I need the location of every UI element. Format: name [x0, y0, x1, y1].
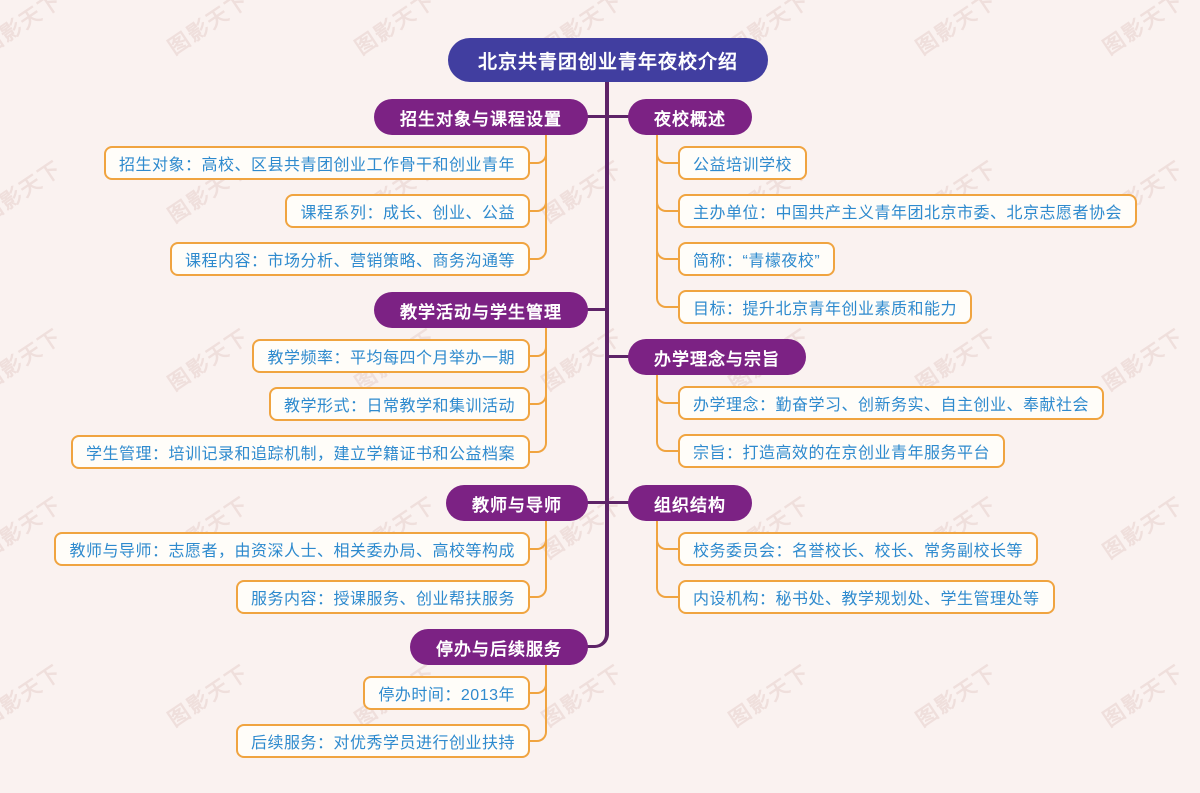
connector-elbow [530, 582, 547, 598]
connector-elbow [530, 341, 547, 357]
leaf-node[interactable]: 服务内容：授课服务、创业帮扶服务 [235, 580, 530, 614]
watermark-text: 图影天下 [1099, 0, 1189, 60]
connector-rail [656, 519, 658, 584]
connector-rail [545, 663, 547, 728]
leaf-node[interactable]: 招生对象：高校、区县共青团创业工作骨干和创业青年 [103, 146, 530, 180]
watermark-text: 图影天下 [0, 660, 67, 732]
root-node[interactable]: 北京共青团创业青年夜校介绍 [447, 38, 769, 82]
connector-elbow [656, 436, 678, 452]
connector-elbow [530, 196, 547, 212]
connector-line [584, 115, 609, 118]
connector-rail [656, 133, 658, 294]
leaf-node[interactable]: 内设机构：秘书处、教学规划处、学生管理处等 [678, 580, 1055, 614]
connector-elbow [530, 534, 547, 550]
leaf-node[interactable]: 校务委员会：名誉校长、校长、常务副校长等 [678, 532, 1039, 566]
watermark-text: 图影天下 [164, 660, 254, 732]
connector-elbow [530, 437, 547, 453]
connector-elbow [656, 534, 678, 550]
connector-elbow [530, 389, 547, 405]
connector-elbow [656, 148, 678, 164]
trunk-elbow [581, 627, 609, 648]
leaf-node[interactable]: 目标：提升北京青年创业素质和能力 [678, 290, 973, 324]
connector-elbow [656, 388, 678, 404]
leaf-node[interactable]: 教学频率：平均每四个月举办一期 [252, 339, 530, 373]
leaf-node[interactable]: 宗旨：打造高效的在京创业青年服务平台 [678, 434, 1006, 468]
watermark-text: 图影天下 [351, 0, 441, 60]
leaf-node[interactable]: 简称：“青檬夜校” [678, 242, 836, 276]
connector-elbow [530, 726, 547, 742]
leaf-node[interactable]: 办学理念：勤奋学习、创新务实、自主创业、奉献社会 [678, 386, 1105, 420]
connector-elbow [656, 292, 678, 308]
connector-elbow [530, 678, 547, 694]
connector-line [584, 308, 609, 311]
watermark-text: 图影天下 [538, 660, 628, 732]
leaf-node[interactable]: 主办单位：中国共产主义青年团北京市委、北京志愿者协会 [678, 194, 1138, 228]
branch-header[interactable]: 停办与后续服务 [410, 629, 588, 665]
connector-elbow [656, 244, 678, 260]
connector-line [605, 115, 632, 118]
leaf-node[interactable]: 后续服务：对优秀学员进行创业扶持 [235, 724, 530, 758]
branch-header[interactable]: 组织结构 [628, 485, 752, 521]
leaf-node[interactable]: 学生管理：培训记录和追踪机制，建立学籍证书和公益档案 [70, 435, 530, 469]
connector-rail [545, 519, 547, 584]
watermark-text: 图影天下 [0, 324, 67, 396]
connector-line [605, 355, 632, 358]
branch-header[interactable]: 夜校概述 [628, 99, 752, 135]
branch-header[interactable]: 教学活动与学生管理 [374, 292, 588, 328]
leaf-node[interactable]: 停办时间：2013年 [363, 676, 530, 710]
watermark-text: 图影天下 [1099, 660, 1189, 732]
watermark-text: 图影天下 [1099, 324, 1189, 396]
connector-rail [545, 326, 547, 439]
branch-header[interactable]: 教师与导师 [446, 485, 588, 521]
connector-elbow [656, 582, 678, 598]
watermark-text: 图影天下 [0, 0, 67, 60]
trunk-line [605, 80, 609, 629]
connector-line [584, 501, 609, 504]
branch-header[interactable]: 招生对象与课程设置 [374, 99, 588, 135]
connector-line [605, 501, 632, 504]
leaf-node[interactable]: 教师与导师：志愿者，由资深人士、相关委办局、高校等构成 [54, 532, 530, 566]
connector-rail [656, 373, 658, 438]
watermark-text: 图影天下 [164, 0, 254, 60]
connector-elbow [530, 244, 547, 260]
watermark-text: 图影天下 [1099, 492, 1189, 564]
connector-rail [545, 133, 547, 246]
leaf-node[interactable]: 教学形式：日常教学和集训活动 [268, 387, 530, 421]
connector-elbow [530, 148, 547, 164]
leaf-node[interactable]: 课程系列：成长、创业、公益 [285, 194, 530, 228]
watermark-text: 图影天下 [164, 324, 254, 396]
watermark-text: 图影天下 [538, 324, 628, 396]
watermark-text: 图影天下 [725, 660, 815, 732]
watermark-text: 图影天下 [0, 156, 67, 228]
leaf-node[interactable]: 公益培训学校 [678, 146, 808, 180]
watermark-text: 图影天下 [538, 156, 628, 228]
leaf-node[interactable]: 课程内容：市场分析、营销策略、商务沟通等 [169, 242, 530, 276]
connector-elbow [656, 196, 678, 212]
branch-header[interactable]: 办学理念与宗旨 [628, 339, 806, 375]
watermark-text: 图影天下 [912, 0, 1002, 60]
watermark-text: 图影天下 [912, 660, 1002, 732]
